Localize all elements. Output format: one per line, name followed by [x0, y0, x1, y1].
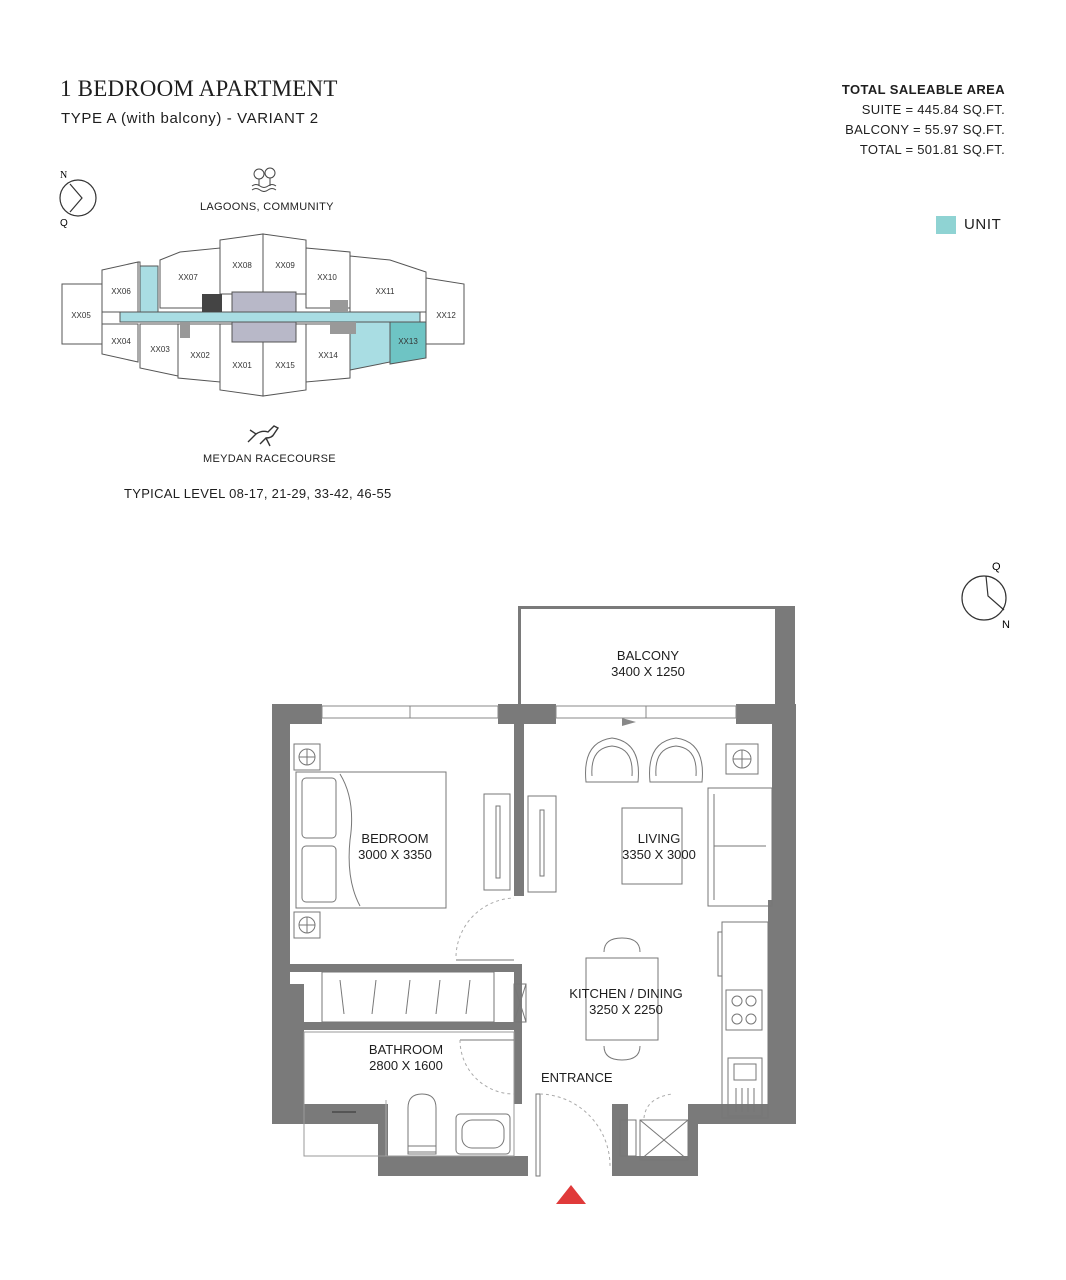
hob-icon	[725, 989, 763, 1031]
area-balcony: BALCONY = 55.97 SQ.FT.	[845, 122, 1005, 137]
racecourse-horse-icon	[247, 425, 280, 447]
keyplan-label-xx04: XX04	[111, 337, 131, 346]
keyplan-label-xx15: XX15	[275, 361, 295, 370]
keyplan-label-xx14: XX14	[318, 351, 338, 360]
balcony-dims: 3400 X 1250	[611, 664, 685, 679]
keyplan-label-xx11: XX11	[376, 287, 396, 296]
sink-icon	[727, 1057, 763, 1117]
keyplan-label-xx07: XX07	[178, 273, 198, 282]
room-bathroom: BATHROOM 2800 X 1600	[346, 1042, 466, 1074]
racecourse-label: MEYDAN RACECOURSE	[203, 453, 336, 465]
room-balcony: BALCONY 3400 X 1250	[575, 648, 721, 680]
living-name: LIVING	[637, 831, 681, 846]
lagoons-icon	[251, 167, 277, 192]
room-living: LIVING 3350 X 3000	[594, 831, 724, 863]
unit-legend-label: UNIT	[964, 216, 1002, 233]
balcony-name: BALCONY	[616, 648, 680, 663]
plan-compass-icon: Q N	[961, 561, 1010, 631]
dining-table	[585, 957, 659, 1041]
room-bedroom: BEDROOM 3000 X 3350	[330, 831, 460, 863]
keyplan-label-xx08: XX08	[232, 261, 252, 270]
area-summary: TOTAL SALEABLE AREA SUITE = 445.84 SQ.FT…	[842, 80, 1005, 160]
floor-plan	[272, 606, 796, 1204]
keyplan-unit-xx13	[389, 321, 427, 365]
bathtub-icon	[455, 1113, 511, 1155]
keyplan-label-xx05: XX05	[71, 311, 91, 320]
kitchen-dims: 3250 X 2250	[589, 1002, 663, 1017]
keyplan-unit-xx04	[101, 323, 139, 363]
page-subtitle: TYPE A (with balcony) - VARIANT 2	[61, 110, 319, 127]
bedroom-dims: 3000 X 3350	[358, 847, 432, 862]
bed-icon	[295, 771, 447, 909]
balcony-right-wall	[775, 606, 795, 706]
area-total: TOTAL = 501.81 SQ.FT.	[859, 142, 1005, 157]
room-kitchen-dining: KITCHEN / DINING 3250 X 2250	[556, 986, 696, 1018]
typical-level-label: TYPICAL LEVEL 08-17, 21-29, 33-42, 46-55	[124, 486, 392, 501]
area-heading: TOTAL SALEABLE AREA	[841, 82, 1005, 97]
keyplan-compass-n: N	[60, 170, 67, 181]
armchair-right-icon	[649, 737, 703, 783]
coffee-table	[621, 807, 683, 885]
keyplan-label-xx03: XX03	[150, 345, 170, 354]
bathroom-name: BATHROOM	[368, 1042, 444, 1057]
keyplan-unit-xx11	[349, 255, 427, 313]
keyplan-label-xx10: XX10	[317, 273, 337, 282]
keyplan-label-xx01: XX01	[232, 361, 252, 370]
kitchen-name: KITCHEN / DINING	[569, 986, 683, 1001]
plan-compass-q: Q	[992, 561, 1001, 573]
keyplan-label-xx12: XX12	[436, 311, 456, 320]
entrance-marker-icon	[556, 1185, 586, 1204]
entrance-label: ENTRANCE	[541, 1070, 613, 1085]
unit-legend: UNIT	[936, 216, 1002, 235]
lagoons-label: LAGOONS, COMMUNITY	[200, 201, 334, 213]
keyplan-label-xx13: XX13	[398, 337, 418, 346]
keyplan-label-xx02: XX02	[190, 351, 210, 360]
key-plan: XX05 XX06 XX07 XX08 XX09 XX10 XX11 XX12 …	[61, 233, 465, 397]
unit-legend-swatch	[936, 216, 956, 235]
page-title: 1 BEDROOM APARTMENT	[60, 76, 338, 101]
sofa-icon	[707, 787, 773, 907]
toilet-icon	[407, 1093, 437, 1153]
kitchen-counter	[721, 921, 769, 1119]
plan-compass-n: N	[1002, 619, 1010, 631]
keyplan-label-xx09: XX09	[275, 261, 295, 270]
area-suite: SUITE = 445.84 SQ.FT.	[861, 102, 1005, 117]
keyplan-compass-icon: N Q	[59, 170, 97, 228]
bathroom-dims: 2800 X 1600	[369, 1058, 443, 1073]
keyplan-label-xx06: XX06	[111, 287, 131, 296]
living-dims: 3350 X 3000	[622, 847, 696, 862]
bedroom-name: BEDROOM	[361, 831, 429, 846]
keyplan-compass-q: Q	[60, 218, 68, 228]
armchair-left-icon	[585, 737, 639, 783]
